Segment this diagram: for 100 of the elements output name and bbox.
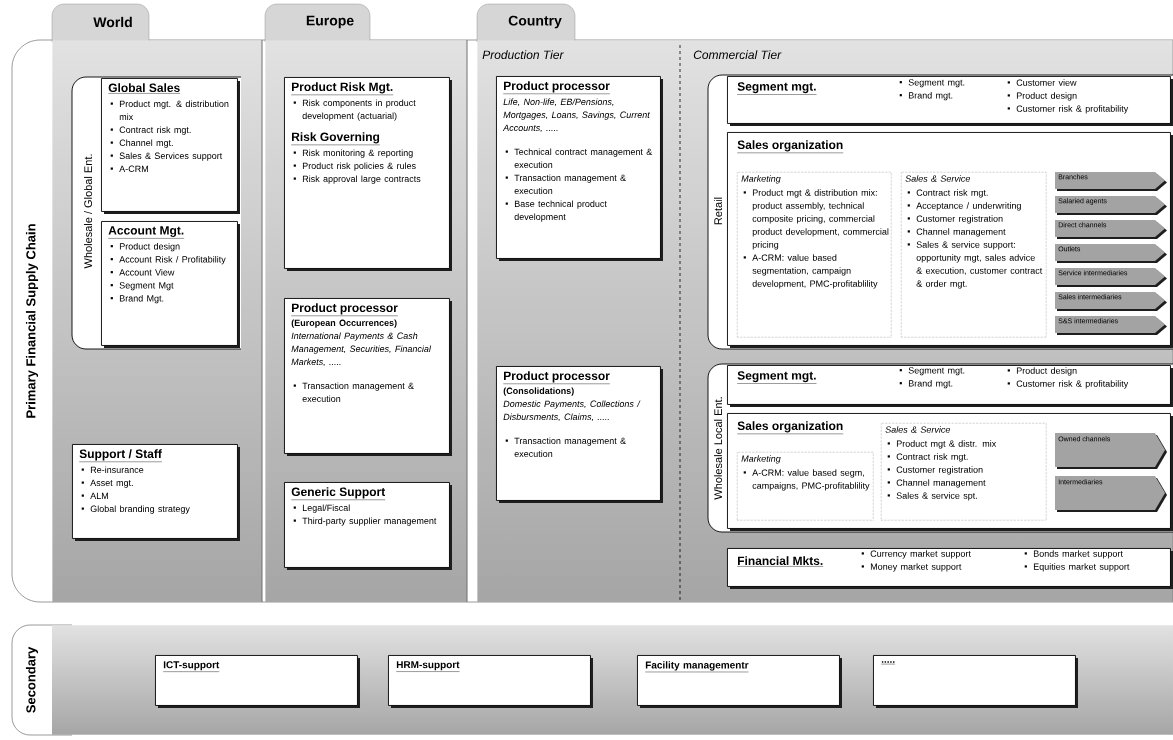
dotted-box [737,172,892,338]
box-heading: Risk Governing [291,132,381,146]
process-box [155,655,360,708]
bullet-item: Product design [1007,367,1077,376]
bullet-item: Global branding strategy [81,505,190,514]
bullet-item: Channel mgt. [110,139,173,148]
box-heading: Segment mgt. [737,371,817,384]
tab-label: World [93,16,132,28]
process-box [388,655,593,708]
bullet-item: Product design [1007,92,1077,101]
bullet-item: Risk approval large contracts [293,175,421,184]
pentagon-label [1055,476,1167,512]
bullet-item: Re-insurance [81,466,144,473]
bullet-item: Risk components in product development (actuarial) [293,99,416,121]
bullet-item: Customer risk & profitability [1007,380,1129,389]
bullet-item: Transaction management & execution [505,437,626,457]
bullet-item: Customer view [1007,79,1077,86]
vertical-label: Primary Financial Supply Chain [25,224,39,418]
section-label: Sales & Service [885,426,951,433]
pentagon-label [1055,316,1167,335]
product-list: Domestic Payments, Collections / Disbursments, Claims, ..... [503,400,641,422]
bullet-item: Product mgt. & distribution mix [110,100,229,120]
section-label: Marketing [741,455,781,464]
bullet-item: Product mgt & distr. mix [887,440,997,449]
box-subheading: (Consolidations) [503,387,574,396]
pentagon-label [1055,196,1167,215]
bullet-item: Customer registration [907,215,1003,224]
bullet-item: Product mgt & distribution mix: product assembly, technical composite pricing, commercial product development, commercial pricing [743,189,889,250]
vertical-label: Secondary [25,646,39,713]
box-heading: Facility managementr [645,661,749,673]
box-heading: Sales organization [737,421,844,435]
box-heading: Generic Support [291,487,386,500]
process-box [101,221,240,348]
process-box [284,77,452,271]
vertical-label: Retail [713,197,723,225]
tier-label: Production Tier [482,50,564,60]
bullet-item: Segment mgt. [899,367,965,376]
section-label: Sales & Service [905,175,971,182]
bullet-item: Brand mgt. [899,379,953,389]
bullet-item: Risk monitoring & reporting [293,149,413,158]
section-label: Marketing [741,175,781,184]
box-heading: Support / Staff [79,449,163,462]
bullet-item: Equities market support [1024,563,1130,572]
box-heading: Product processor [503,81,611,94]
box-heading: Global Sales [108,83,181,94]
bullet-item: Bonds market support [1024,550,1123,559]
process-box [72,444,240,541]
process-box [727,76,1173,126]
bullet-item: Transaction management & execution [505,174,626,194]
bullet-item: Money market support [861,563,962,572]
process-box [496,366,663,503]
bullet-item: Channel management [887,479,986,488]
process-box [873,655,1078,708]
bullet-item: Product design [110,242,180,252]
bullet-item: Acceptance / underwriting [907,202,1021,211]
bullet-item: A-CRM: value based segmentation, campaign development, PMC-profitablility [743,254,878,289]
pentagon-label [1055,292,1167,311]
bullet-item: Contract risk mgt. [110,126,191,135]
bullet-item: Legal/Fiscal [293,504,350,513]
bullet-item: Account Risk / Profitability [110,255,226,265]
box-heading: Product processor [503,371,611,384]
dotted-box [737,452,874,521]
process-box [284,482,452,570]
box-heading: Product Risk Mgt. [291,82,394,96]
bullet-item: Customer registration [887,466,983,475]
bullet-item: Sales & Services support [110,152,223,161]
bullet-item: Brand mgt. [899,91,953,101]
box-heading: Sales organization [737,140,844,154]
vertical-label: Wholesale / Global Ent. [83,154,93,269]
bullet-item: Account View [110,268,175,276]
process-box [496,76,663,261]
vertical-label: Wholesale Local Ent. [713,397,723,500]
tier-label: Commercial Tier [693,50,782,59]
pentagon-label [1055,220,1167,239]
bullet-item: Contract risk mgt. [907,189,988,198]
box-heading: Account Mgt. [108,226,185,239]
pentagon-label [1055,268,1167,287]
product-list: Life, Non-life, EB/Pensions, Mortgages, Loans, Savings, Current Accounts, ..... [502,98,651,133]
box-heading: ..... [881,661,896,665]
bullet-item: ALM [81,492,108,499]
bullet-item: A-CRM: value based segm, campaigns, PMC-profitablility [743,469,870,491]
bullet-item: Segment mgt. [899,79,965,88]
dotted-box [901,172,1047,338]
pentagon-label [1055,244,1167,263]
pentagon-label [1055,172,1167,191]
bullet-item: Segment Mgt [110,282,174,291]
bullet-item: Sales & service support: opportunity mgt, sales advice & execution, customer contract & order mgt. [907,241,1043,289]
process-box [637,655,842,708]
tab-label: Europe [306,15,354,29]
bullet-item: Contract risk mgt. [887,453,968,462]
bullet-item: Transaction management & execution [293,382,414,402]
tab-label: Country [508,15,562,29]
bullet-item: Base technical product development [505,200,607,222]
process-box [284,298,452,456]
bullet-item: Brand Mgt. [110,294,164,304]
box-heading: ICT-support [163,661,220,672]
bullet-item: A-CRM [110,165,148,172]
bullet-item: Customer risk & profitability [1007,105,1129,114]
bullet-item: Technical contract management & execution [505,148,653,168]
bullet-item: Asset mgt. [81,479,133,488]
